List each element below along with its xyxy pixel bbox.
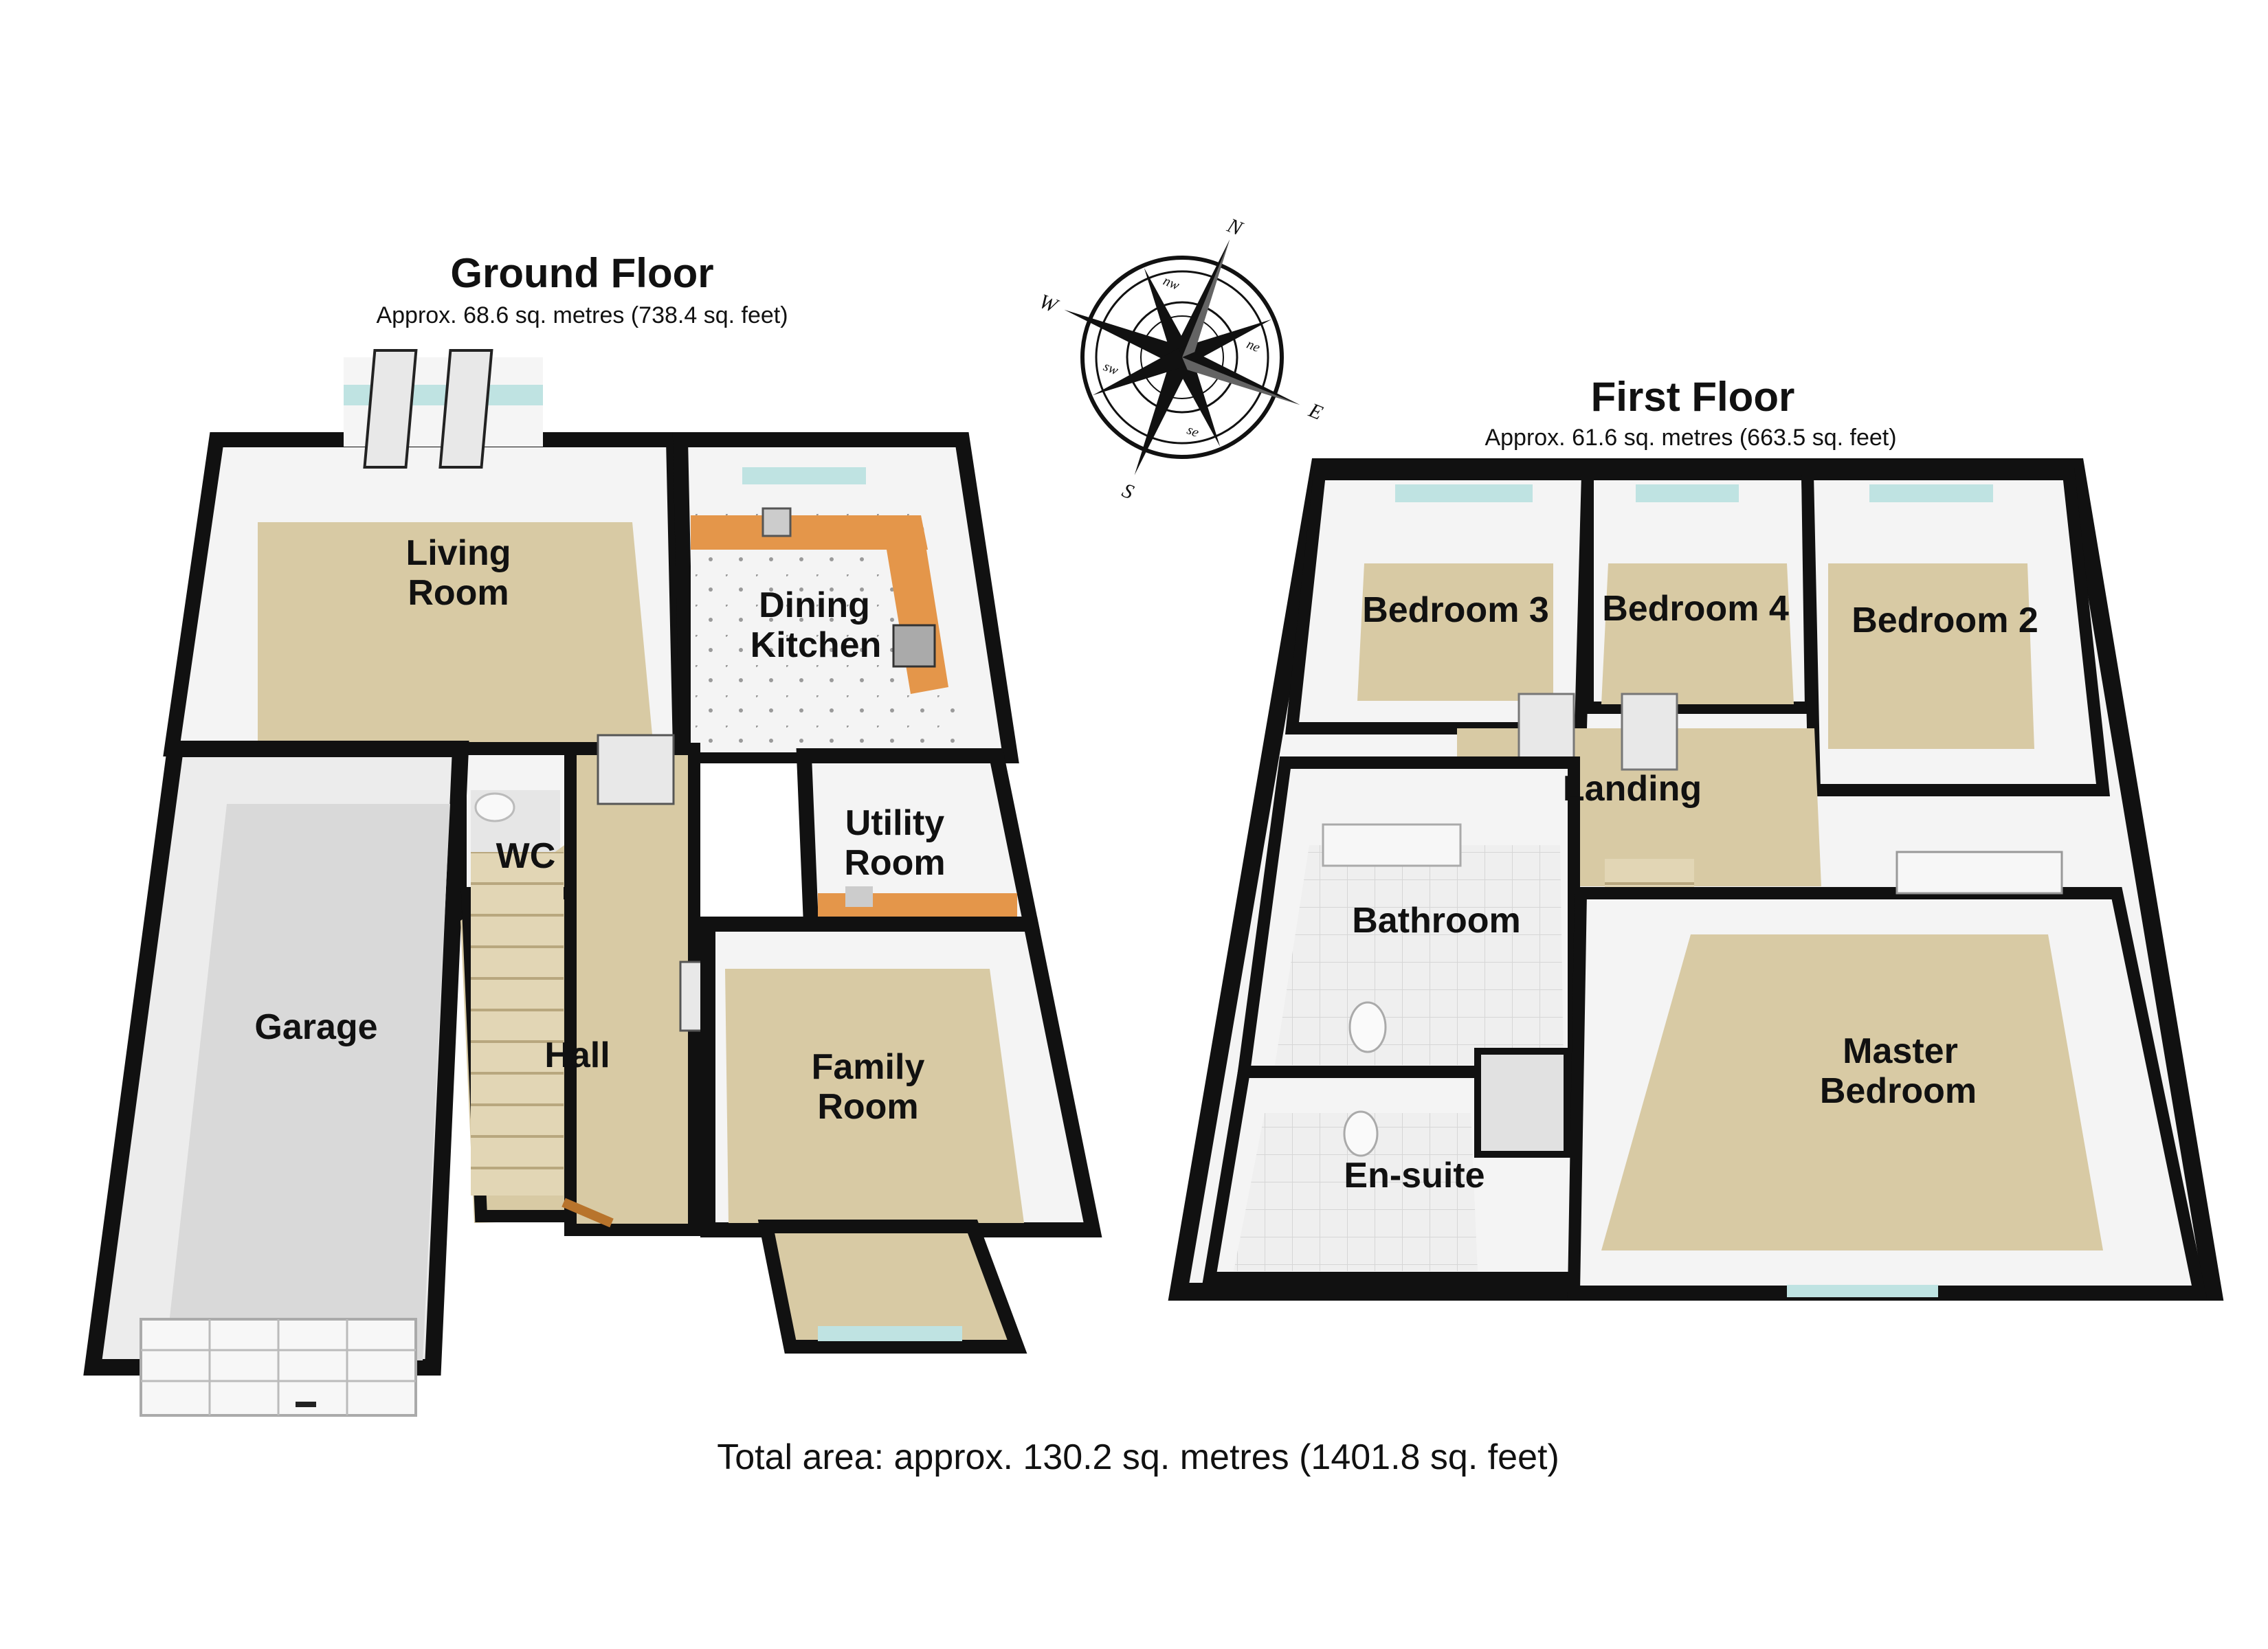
living-room (163, 349, 689, 756)
master-bedroom (1567, 851, 2208, 1298)
family-room-label-2: Room (817, 1087, 918, 1127)
living-room-label-2: Room (408, 573, 509, 613)
bedroom-2 (1801, 468, 2111, 796)
family-room (700, 917, 1102, 1354)
living-room-label: Living (405, 533, 511, 573)
bedroom-2-label: Bedroom 2 (1852, 601, 2038, 640)
landing-label: Landing (1563, 769, 1702, 809)
hall-label: Hall (544, 1035, 610, 1075)
hall (460, 734, 716, 1236)
bedroom-4-label: Bedroom 4 (1602, 589, 1789, 629)
compass-n: N (1223, 214, 1247, 240)
compass-ne: ne (1245, 337, 1263, 356)
first-floor-area: Approx. 61.6 sq. metres (663.5 sq. feet) (1485, 425, 1896, 451)
utility-room-label-2: Room (844, 843, 945, 883)
bedroom-3-label: Bedroom 3 (1362, 590, 1549, 630)
utility-room-label: Utility (845, 803, 945, 843)
dining-kitchen (672, 432, 1019, 763)
first-floor-title: First Floor (1591, 374, 1795, 420)
ground-floor-title: Ground Floor (450, 250, 713, 296)
total-area: Total area: approx. 130.2 sq. metres (14… (717, 1437, 1559, 1477)
compass-se: se (1185, 422, 1201, 440)
garage-label: Garage (254, 1007, 377, 1047)
compass-sw: sw (1101, 359, 1120, 379)
master-bedroom-label: Master (1843, 1031, 1958, 1071)
bathroom-label: Bathroom (1352, 901, 1521, 941)
en-suite-label: En-suite (1344, 1156, 1485, 1196)
first-floor: First Floor Approx. 61.6 sq. metres (663… (1168, 374, 2224, 1301)
garage (83, 741, 469, 1417)
dining-kitchen-label: Dining (759, 585, 870, 625)
ground-floor-area: Approx. 68.6 sq. metres (738.4 sq. feet) (376, 302, 788, 328)
dining-kitchen-label-2: Kitchen (751, 625, 882, 665)
master-bedroom-label-2: Bedroom (1820, 1071, 1977, 1111)
compass-e: E (1305, 399, 1326, 425)
ground-floor: Ground Floor Approx. 68.6 sq. metres (73… (83, 250, 1102, 1417)
wc-label: WC (496, 836, 556, 876)
compass-w: W (1036, 290, 1062, 318)
compass-s: S (1119, 479, 1137, 504)
en-suite (1202, 1048, 1588, 1284)
compass-nw: nw (1161, 273, 1181, 293)
bathroom (1236, 756, 1580, 1078)
bedroom-4 (1581, 468, 1818, 714)
family-room-label: Family (812, 1047, 925, 1087)
